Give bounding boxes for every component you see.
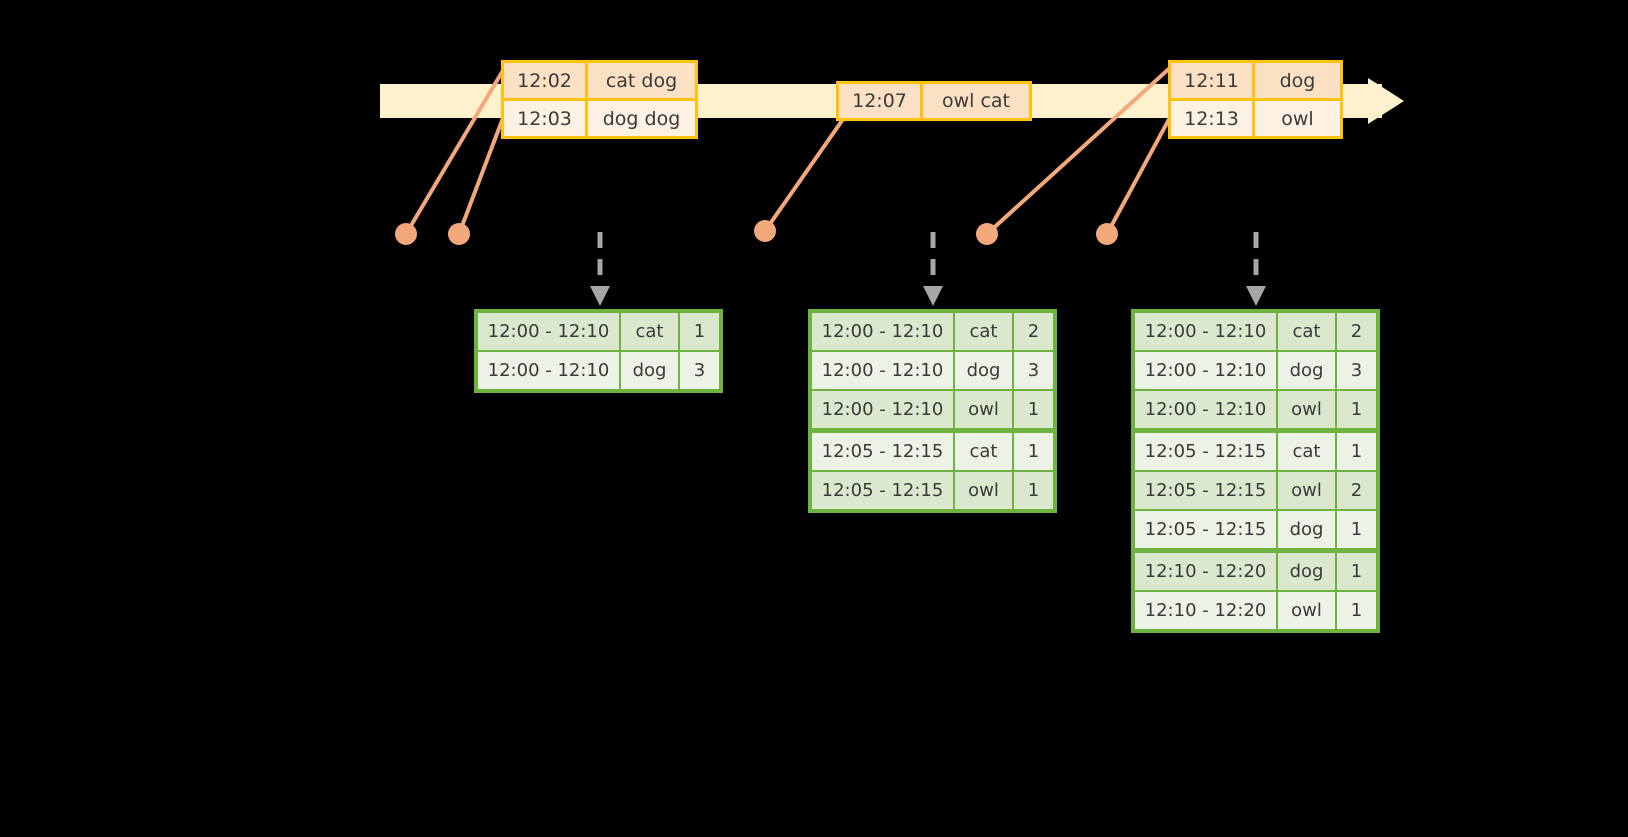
result-word: dog [955, 352, 1012, 389]
connector-dot [448, 223, 470, 245]
result-window: 12:05 - 12:15 [812, 433, 953, 470]
timeline-arrowhead-icon [1368, 78, 1404, 124]
result-window: 12:10 - 12:20 [1135, 592, 1276, 629]
event-words: cat dog [605, 69, 678, 92]
result-word: owl [955, 472, 1012, 509]
result-count: 1 [1337, 433, 1376, 470]
result-word: dog [1278, 553, 1335, 590]
event-time: 12:03 [504, 101, 588, 136]
event-box-2[interactable]: 12:07 owl cat [836, 81, 1032, 121]
result-count: 2 [1337, 472, 1376, 509]
result-count: 3 [680, 352, 719, 389]
dashed-down-arrow-icon [590, 232, 610, 306]
result-count: 1 [1337, 592, 1376, 629]
result-count: 1 [1337, 391, 1376, 428]
result-count: 1 [1337, 553, 1376, 590]
event-row: 12:13 owl [1171, 98, 1340, 136]
event-words: dog [1279, 69, 1316, 92]
event-time: 12:07 [839, 84, 923, 118]
result-word: cat [955, 433, 1012, 470]
result-count: 1 [1014, 472, 1053, 509]
connector-dot [976, 223, 998, 245]
result-window: 12:00 - 12:10 [812, 313, 953, 350]
result-word: cat [621, 313, 678, 350]
result-count: 2 [1337, 313, 1376, 350]
result-window: 12:00 - 12:10 [1135, 391, 1276, 428]
result-count: 1 [1014, 433, 1053, 470]
result-count: 1 [680, 313, 719, 350]
connector-dots [395, 220, 1118, 245]
dashed-down-arrow-icon [1246, 232, 1266, 306]
result-word: owl [1278, 472, 1335, 509]
connector-dot [395, 223, 417, 245]
result-count: 3 [1337, 352, 1376, 389]
connector-line [457, 108, 508, 236]
event-words: owl cat [941, 90, 1011, 112]
result-window: 12:00 - 12:10 [478, 352, 619, 389]
connector-dot [754, 220, 776, 242]
result-word: cat [1278, 313, 1335, 350]
result-word: cat [1278, 433, 1335, 470]
result-window: 12:00 - 12:10 [478, 313, 619, 350]
event-time: 12:11 [1171, 63, 1255, 98]
event-time: 12:02 [504, 63, 588, 98]
event-box-1[interactable]: 12:02 cat dog 12:03 dog dog [501, 60, 698, 139]
result-count: 2 [1014, 313, 1053, 350]
result-word: dog [621, 352, 678, 389]
result-window: 12:10 - 12:20 [1135, 553, 1276, 590]
result-window: 12:00 - 12:10 [812, 391, 953, 428]
connector-dot [1096, 223, 1118, 245]
result-window: 12:05 - 12:15 [1135, 511, 1276, 548]
result-window: 12:05 - 12:15 [1135, 472, 1276, 509]
result-word: owl [955, 391, 1012, 428]
result-window: 12:00 - 12:10 [812, 352, 953, 389]
result-count: 1 [1014, 391, 1053, 428]
result-window: 12:00 - 12:10 [1135, 313, 1276, 350]
result-word: dog [1278, 352, 1335, 389]
result-window: 12:05 - 12:15 [812, 472, 953, 509]
result-word: dog [1278, 511, 1335, 548]
event-row: 12:11 dog [1171, 63, 1340, 98]
event-words: dog dog [602, 107, 681, 130]
dashed-down-arrow-icon [923, 232, 943, 306]
event-row: 12:03 dog dog [504, 98, 695, 136]
result-window: 12:00 - 12:10 [1135, 352, 1276, 389]
connector-line [1105, 108, 1176, 236]
event-words: owl [1281, 107, 1314, 130]
result-count: 1 [1337, 511, 1376, 548]
result-window: 12:05 - 12:15 [1135, 433, 1276, 470]
event-row: 12:02 cat dog [504, 63, 695, 98]
result-word: owl [1278, 391, 1335, 428]
result-count: 3 [1014, 352, 1053, 389]
event-box-3[interactable]: 12:11 dog 12:13 owl [1168, 60, 1343, 139]
event-time: 12:13 [1171, 101, 1255, 136]
result-word: owl [1278, 592, 1335, 629]
result-word: cat [955, 313, 1012, 350]
event-row: 12:07 owl cat [839, 84, 1029, 118]
